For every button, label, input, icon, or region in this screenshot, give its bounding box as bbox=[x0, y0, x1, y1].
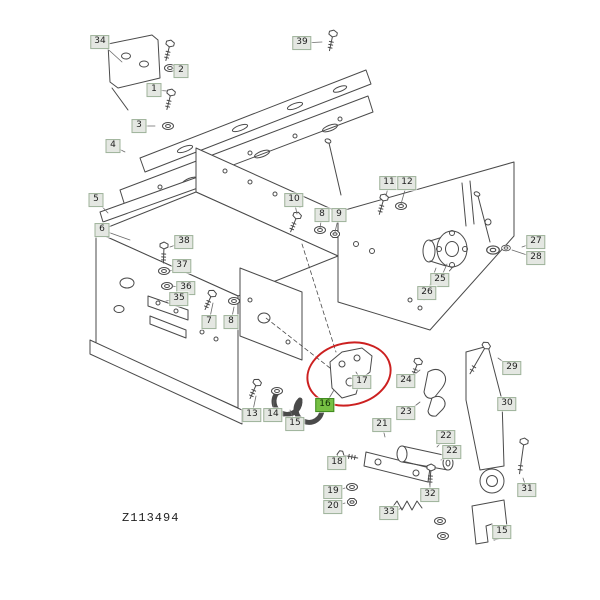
drawing-number: Z113494 bbox=[122, 511, 180, 525]
part-label-12[interactable]: 12 bbox=[397, 176, 417, 190]
part-label-28[interactable]: 28 bbox=[526, 251, 546, 265]
part-label-20[interactable]: 20 bbox=[323, 500, 343, 514]
part-label-2[interactable]: 2 bbox=[173, 64, 189, 78]
part-label-37[interactable]: 37 bbox=[172, 259, 192, 273]
part-label-24[interactable]: 24 bbox=[396, 374, 416, 388]
mounting-plate bbox=[107, 34, 161, 111]
part-label-15[interactable]: 15 bbox=[492, 525, 512, 539]
part-label-33[interactable]: 33 bbox=[379, 506, 399, 520]
part-label-9[interactable]: 9 bbox=[331, 208, 347, 222]
part-label-8[interactable]: 8 bbox=[223, 315, 239, 329]
part-label-32[interactable]: 32 bbox=[420, 488, 440, 502]
part-label-1[interactable]: 1 bbox=[146, 83, 162, 97]
part-label-3[interactable]: 3 bbox=[131, 119, 147, 133]
side-brackets bbox=[423, 368, 447, 417]
part-label-5[interactable]: 5 bbox=[88, 193, 104, 207]
part-label-17[interactable]: 17 bbox=[352, 375, 372, 389]
part-label-16[interactable]: 16 bbox=[315, 398, 335, 412]
part-label-8[interactable]: 8 bbox=[314, 208, 330, 222]
part-label-35[interactable]: 35 bbox=[169, 292, 189, 306]
highlight-ellipse bbox=[306, 341, 392, 407]
part-label-21[interactable]: 21 bbox=[372, 418, 392, 432]
part-label-22[interactable]: 22 bbox=[442, 445, 462, 459]
part-label-13[interactable]: 13 bbox=[242, 408, 262, 422]
part-label-34[interactable]: 34 bbox=[90, 35, 110, 49]
part-label-10[interactable]: 10 bbox=[284, 193, 304, 207]
part-label-25[interactable]: 25 bbox=[430, 273, 450, 287]
part-label-38[interactable]: 38 bbox=[174, 235, 194, 249]
part-label-18[interactable]: 18 bbox=[327, 456, 347, 470]
part-label-29[interactable]: 29 bbox=[502, 361, 522, 375]
part-label-39[interactable]: 39 bbox=[292, 36, 312, 50]
part-label-19[interactable]: 19 bbox=[323, 485, 343, 499]
pivot-assembly bbox=[363, 445, 454, 483]
part-label-30[interactable]: 30 bbox=[497, 397, 517, 411]
cotter-spring bbox=[391, 500, 423, 511]
part-label-27[interactable]: 27 bbox=[526, 235, 546, 249]
part-label-11[interactable]: 11 bbox=[379, 176, 399, 190]
part-label-22[interactable]: 22 bbox=[436, 430, 456, 444]
part-label-26[interactable]: 26 bbox=[417, 286, 437, 300]
part-label-6[interactable]: 6 bbox=[94, 223, 110, 237]
part-label-7[interactable]: 7 bbox=[201, 315, 217, 329]
part-label-15[interactable]: 15 bbox=[285, 417, 305, 431]
part-label-23[interactable]: 23 bbox=[396, 406, 416, 420]
part-label-31[interactable]: 31 bbox=[517, 483, 537, 497]
hub-assembly bbox=[422, 230, 468, 268]
part-label-4[interactable]: 4 bbox=[105, 139, 121, 153]
part-label-14[interactable]: 14 bbox=[263, 408, 283, 422]
